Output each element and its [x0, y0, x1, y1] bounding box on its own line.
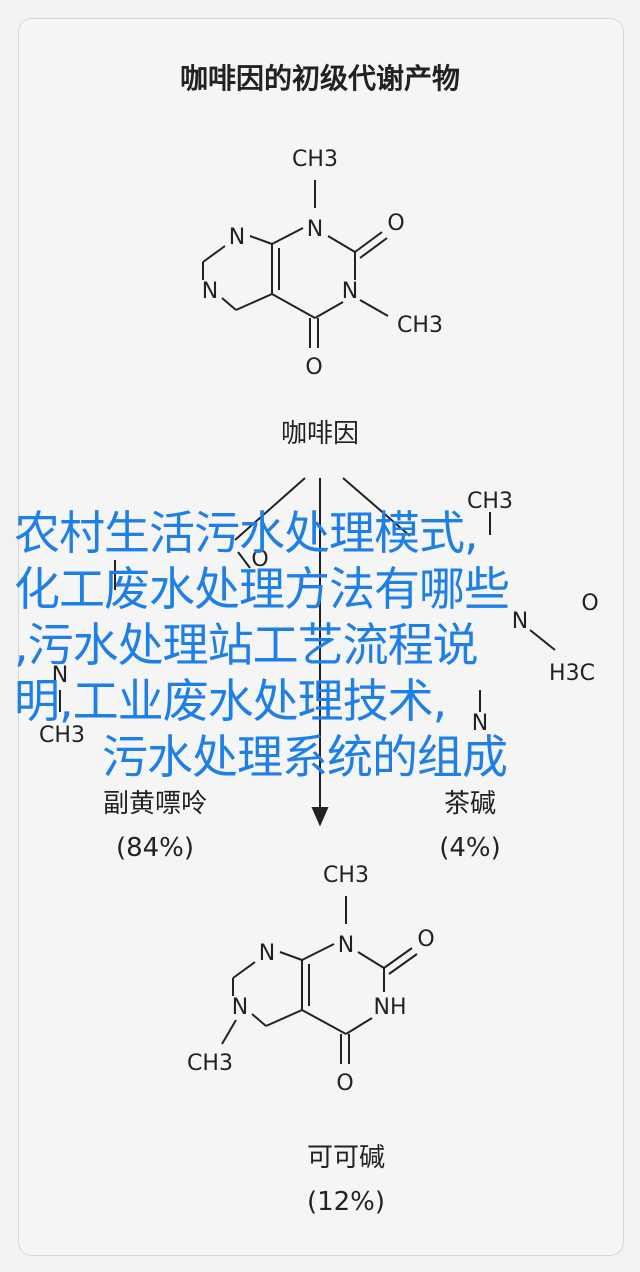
- bond: [345, 1017, 373, 1035]
- atom-label: N: [259, 941, 275, 966]
- overlay-headline: 农村生活污水处理模式, 化工废水处理方法有哪些 ,污水处理站工艺流程说 明,工业…: [14, 505, 630, 785]
- bond: [249, 235, 273, 245]
- bond: [202, 245, 226, 263]
- theophylline-atom-labels: CH3 N O H3C N: [467, 489, 599, 736]
- paraxanthine-partial-structure: [59, 551, 251, 712]
- bond: [359, 299, 389, 317]
- diagram-title: 咖啡因的初级代谢产物: [180, 62, 460, 95]
- atom-label: N: [342, 279, 358, 304]
- atom-label: NH: [374, 995, 407, 1020]
- bond: [251, 1013, 267, 1027]
- arrow-head: [311, 807, 329, 827]
- bond: [327, 235, 356, 253]
- atom-label: O: [251, 547, 268, 572]
- atom-label: N: [232, 995, 248, 1020]
- theophylline-percent: (4%): [439, 833, 501, 863]
- overlay-line: 农村生活污水处理模式,: [14, 506, 479, 560]
- bond: [271, 293, 316, 319]
- bond: [221, 1019, 237, 1045]
- atom-label: N: [229, 225, 245, 250]
- atom-label: O: [336, 1071, 353, 1096]
- overlay-line: 化工废水处理方法有哪些: [14, 562, 510, 616]
- paraxanthine-atom-labels: O N CH3: [39, 547, 269, 748]
- atom-label: CH3: [39, 723, 85, 748]
- paraxanthine-name: 副黄嘌呤: [103, 789, 207, 819]
- theobromine-structure: [221, 896, 418, 1064]
- parent-name: 咖啡因: [281, 419, 359, 449]
- atom-label: H3C: [549, 661, 595, 686]
- bond: [383, 947, 413, 969]
- overlay-line: 污水处理系统的组成: [102, 730, 508, 784]
- atom-label: CH3: [187, 1051, 233, 1076]
- atom-label: O: [387, 211, 404, 236]
- atom-label: CH3: [467, 489, 513, 514]
- metabolism-arrows: [234, 477, 411, 827]
- bond: [232, 961, 256, 979]
- atom-label: N: [202, 279, 218, 304]
- bond: [529, 629, 556, 651]
- atom-label: N: [338, 933, 354, 958]
- theophylline-partial-structure: [479, 512, 556, 712]
- bond: [265, 1009, 303, 1027]
- atom-label: CH3: [397, 313, 443, 338]
- atom-label: N: [472, 711, 488, 736]
- bond: [221, 297, 237, 311]
- atom-label: CH3: [323, 863, 369, 888]
- bond: [359, 237, 388, 259]
- atom-label: CH3: [292, 147, 338, 172]
- atom-label: O: [305, 355, 322, 380]
- theobromine-percent: (12%): [307, 1187, 385, 1217]
- bond: [301, 1009, 347, 1035]
- paraxanthine-percent: (84%): [116, 833, 194, 863]
- bond: [279, 951, 303, 961]
- bond: [354, 231, 383, 253]
- bond: [388, 953, 418, 975]
- theobromine-atom-labels: CH3 N O N N NH CH3 O: [187, 863, 435, 1096]
- bond: [235, 293, 273, 311]
- arrow-to-paraxanthine: [234, 477, 306, 541]
- atom-label: N: [307, 217, 323, 242]
- theobromine-name: 可可碱: [307, 1143, 385, 1173]
- overlay-line: ,污水处理站工艺流程说: [14, 618, 479, 672]
- caffeine-atom-labels: CH3 N N N N O CH3 O: [202, 147, 443, 380]
- bond: [237, 551, 251, 569]
- bond: [301, 943, 335, 961]
- caffeine-structure: [202, 180, 389, 348]
- atom-label: O: [417, 927, 434, 952]
- atom-label: N: [512, 609, 528, 634]
- atom-label: O: [581, 591, 598, 616]
- arrow-to-theophylline: [342, 477, 411, 537]
- atom-label: N: [52, 663, 68, 688]
- bond: [314, 301, 344, 319]
- bond: [271, 227, 304, 245]
- theophylline-name: 茶碱: [444, 789, 496, 819]
- bond: [357, 951, 385, 969]
- overlay-line: 明,工业废水处理技术,: [14, 674, 447, 728]
